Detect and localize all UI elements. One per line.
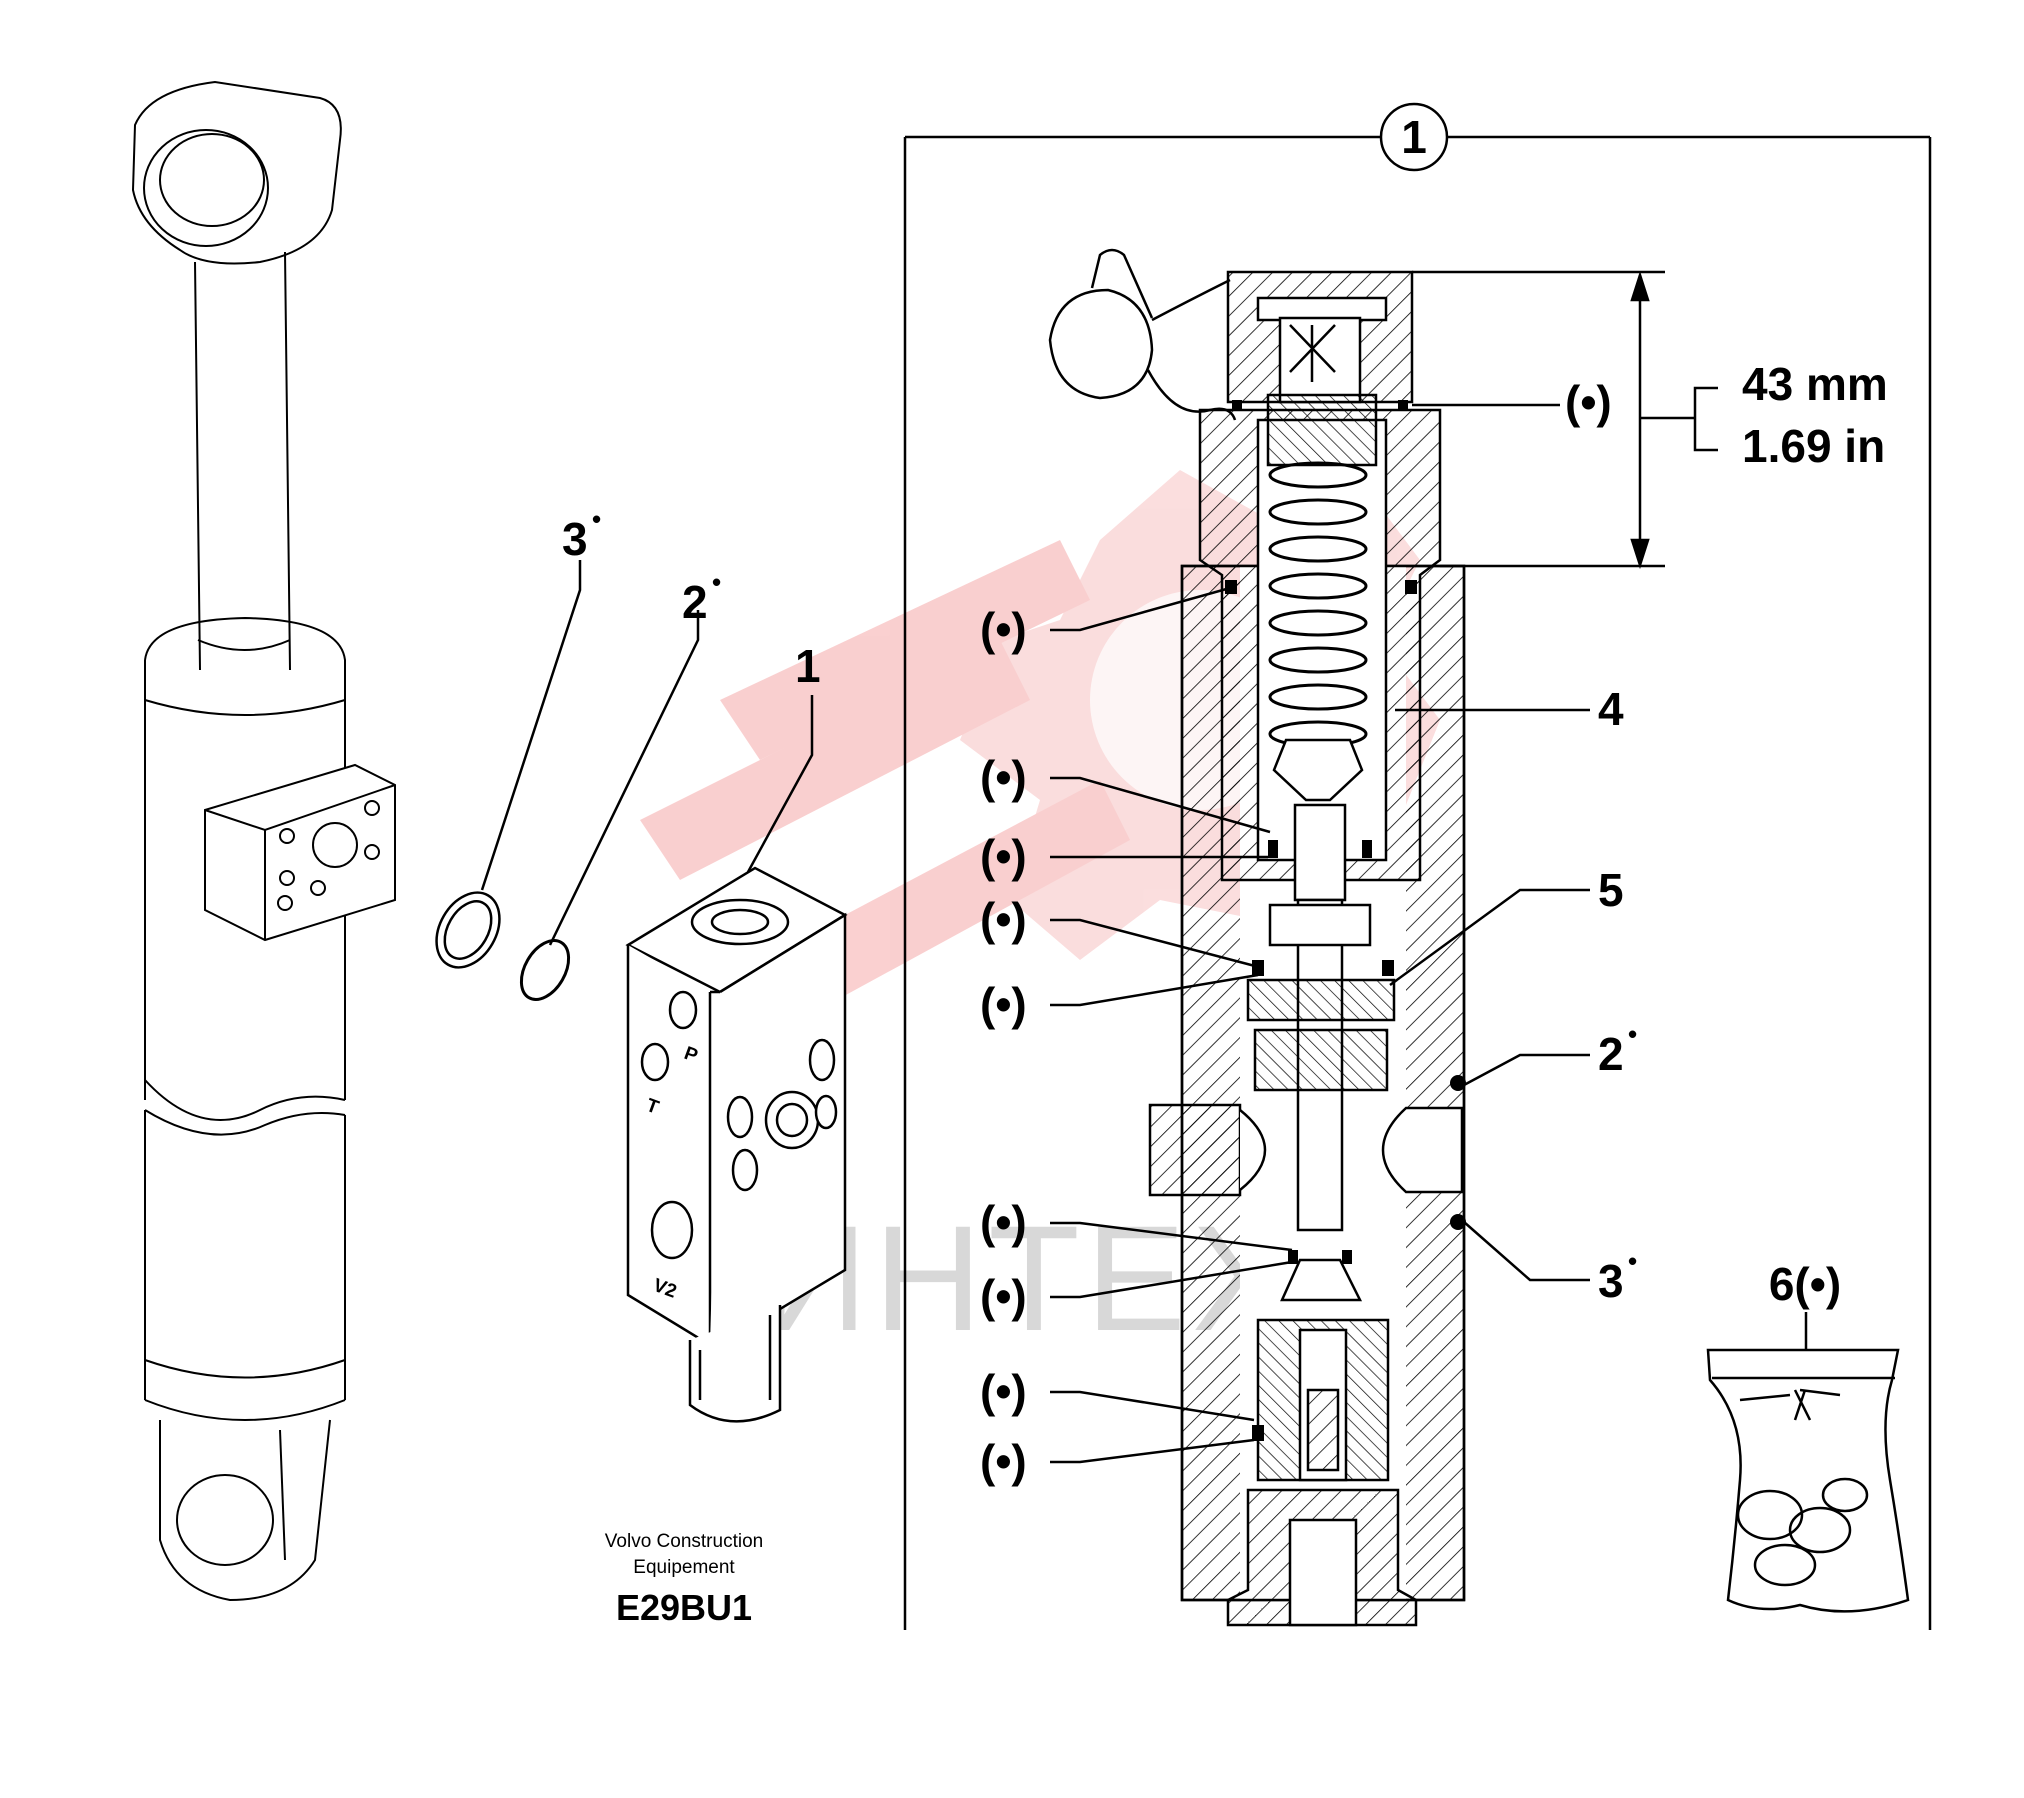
callout-bullet-2: (•) [980,751,1027,803]
callout-bullet-5: (•) [980,978,1027,1030]
callout-seat: 5 [1598,864,1624,916]
maker-line-2: Equipement [633,1557,735,1578]
bullet-leaders [1050,586,1293,1464]
callout-seal-3-dot: • [1628,1246,1637,1276]
cap-lanyard [1048,248,1237,421]
assembly-frame [903,102,1932,1630]
callout-ring-3-dot: • [592,504,601,534]
dimension-line [1412,270,1718,570]
callout-bullet-8: (•) [980,1365,1027,1417]
callout-ring-2-dot: • [712,567,721,597]
callout-valve-block: 1 [795,640,821,692]
callout-bullet-7: (•) [980,1270,1027,1322]
dimension-imperial: 1.69 in [1742,420,1885,472]
valve-section-view [1148,270,1466,1627]
o-ring-3 [435,891,501,969]
callout-seal-2-dot: • [1628,1019,1637,1049]
valve-block [625,866,848,1423]
callout-spring: 4 [1598,683,1624,735]
callout-bullet-3: (•) [980,830,1027,882]
o-ring-2 [519,939,571,1001]
callout-bullet-9: (•) [980,1435,1027,1487]
callout-ring-2: 2 [682,576,708,628]
callout-seal-kit: 6(•) [1769,1258,1841,1310]
callout-top-seal: (•) [1565,376,1612,428]
maker-line-1: Volvo Construction [605,1531,763,1552]
callout-assembly: 1 [1401,111,1427,163]
callout-seal-2: 2 [1598,1028,1624,1080]
callout-bullet-1: (•) [980,603,1027,655]
hydraulic-cylinder [131,80,396,1602]
left-leaders [480,560,814,946]
callout-ring-3: 3 [562,513,588,565]
dimension-metric: 43 mm [1742,358,1888,410]
section-seals [1225,400,1466,1441]
drawing-code: E29BU1 [616,1587,752,1628]
callout-bullet-4: (•) [980,893,1027,945]
seal-kit-bag [1706,1312,1910,1613]
right-leaders [1389,403,1590,1282]
callout-bullet-6: (•) [980,1196,1027,1248]
callout-seal-3: 3 [1598,1255,1624,1307]
